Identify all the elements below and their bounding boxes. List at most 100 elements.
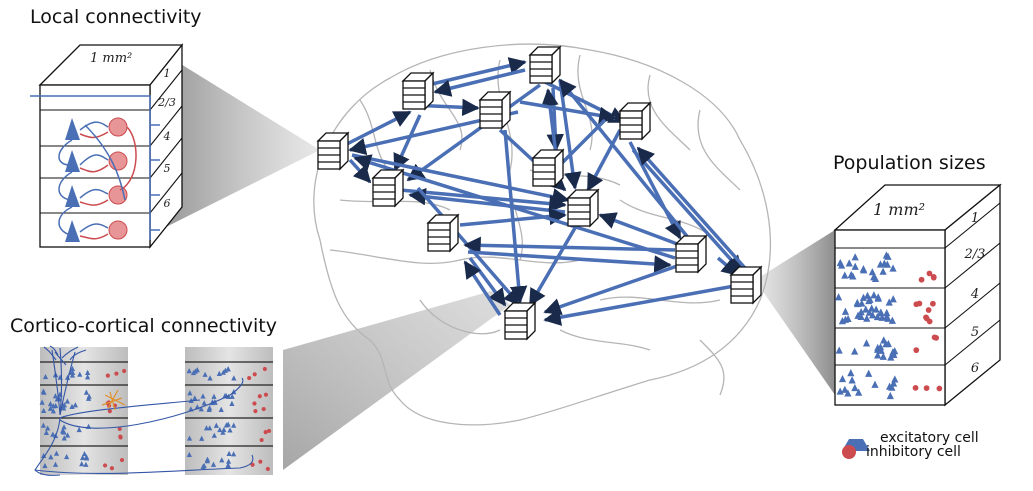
inhibitory-cell bbox=[261, 407, 266, 412]
neuron-axon-tuft bbox=[101, 389, 126, 411]
inhibitory-cell bbox=[114, 371, 119, 376]
inhibitory-cell bbox=[930, 274, 937, 281]
zoom-beam-local bbox=[150, 45, 320, 235]
excitatory-cell bbox=[213, 422, 219, 428]
excitatory-cell bbox=[47, 400, 54, 407]
excitatory-cell bbox=[884, 314, 892, 322]
excitatory-cell bbox=[877, 309, 885, 317]
zoom-beam-population bbox=[755, 230, 835, 395]
excitatory-neuron bbox=[65, 220, 80, 242]
excitatory-cell bbox=[72, 402, 78, 408]
inhibitory-cell bbox=[936, 385, 943, 392]
excitatory-cell bbox=[186, 435, 193, 441]
excitatory-cell bbox=[42, 462, 48, 469]
area-label-local: 1 mm² bbox=[90, 51, 132, 66]
excitatory-cell bbox=[876, 260, 885, 268]
inhibitory-neuron bbox=[108, 117, 128, 137]
excitatory-cell bbox=[83, 461, 89, 467]
area-cube bbox=[401, 71, 435, 111]
local-neurons bbox=[65, 117, 128, 242]
area-cube bbox=[618, 101, 652, 141]
excitatory-cell bbox=[891, 375, 899, 383]
excitatory-cell bbox=[851, 262, 859, 270]
inhibitory-cell bbox=[122, 368, 127, 374]
excitatory-cell bbox=[50, 431, 56, 437]
excitatory-cell bbox=[888, 316, 896, 324]
cortico-cortical-panels bbox=[34, 345, 273, 476]
excitatory-cell bbox=[886, 391, 894, 400]
excitatory-cell bbox=[56, 396, 62, 402]
column-front-face bbox=[39, 84, 151, 248]
excitatory-cell bbox=[207, 375, 213, 381]
excitatory-cell bbox=[857, 312, 865, 321]
inhibitory-cell bbox=[102, 463, 108, 468]
area-cube bbox=[478, 90, 512, 130]
excitatory-cell bbox=[52, 393, 59, 399]
excitatory-cell bbox=[835, 346, 843, 354]
excitatory-cell bbox=[77, 371, 83, 377]
excitatory-cell bbox=[199, 435, 205, 441]
inhibitory-cell bbox=[259, 437, 264, 443]
excitatory-cell bbox=[203, 425, 210, 431]
title-population-sizes: Population sizes bbox=[833, 152, 986, 174]
excitatory-cell bbox=[851, 253, 859, 261]
excitatory-cell bbox=[862, 339, 871, 347]
excitatory-cell bbox=[889, 264, 897, 272]
excitatory-cell bbox=[61, 424, 67, 430]
excitatory-cell bbox=[844, 389, 852, 397]
excitatory-cell bbox=[851, 383, 859, 392]
excitatory-cell bbox=[849, 272, 857, 280]
excitatory-cell bbox=[222, 367, 228, 373]
excitatory-cell bbox=[863, 314, 871, 322]
excitatory-neuron bbox=[65, 118, 80, 140]
excitatory-cell bbox=[838, 261, 846, 269]
excitatory-cell bbox=[201, 462, 207, 469]
inhibitory-cell bbox=[913, 347, 920, 354]
excitatory-cell bbox=[872, 305, 880, 313]
excitatory-cell bbox=[190, 369, 197, 376]
inhibitory-cell bbox=[262, 366, 267, 372]
excitatory-cell bbox=[225, 366, 231, 372]
excitatory-cell bbox=[210, 461, 217, 467]
excitatory-cell bbox=[204, 457, 210, 464]
layer-label-local: 6 bbox=[164, 197, 171, 210]
inhibitory-cell bbox=[117, 426, 122, 431]
excitatory-cell bbox=[889, 379, 898, 387]
inhibitory-cell bbox=[916, 300, 923, 307]
excitatory-cell bbox=[853, 298, 861, 306]
excitatory-cell bbox=[45, 425, 51, 431]
excitatory-cell bbox=[41, 452, 47, 459]
excitatory-cell bbox=[877, 346, 885, 354]
population-cells bbox=[834, 251, 943, 400]
inhibitory-neuron bbox=[108, 220, 128, 240]
inhibitory-cell bbox=[253, 409, 258, 414]
layer-label-local: 5 bbox=[164, 162, 171, 175]
excitatory-cell bbox=[83, 389, 90, 395]
excitatory-cell bbox=[84, 455, 90, 461]
inhibitory-cell bbox=[926, 270, 933, 277]
excitatory-cell bbox=[868, 268, 876, 276]
inhibitory-cell bbox=[252, 401, 257, 406]
excitatory-cell bbox=[884, 252, 892, 260]
excitatory-cell bbox=[69, 372, 76, 378]
excitatory-cell bbox=[217, 426, 223, 433]
excitatory-cell bbox=[847, 369, 855, 377]
excitatory-cell bbox=[858, 299, 866, 307]
excitatory-cell bbox=[227, 427, 233, 433]
excitatory-cell bbox=[855, 388, 863, 396]
excitatory-cell bbox=[64, 398, 70, 404]
excitatory-cell bbox=[870, 273, 878, 281]
excitatory-cell bbox=[69, 403, 75, 409]
excitatory-cell bbox=[834, 293, 843, 301]
inhibitory-cell bbox=[105, 373, 110, 378]
excitatory-cell bbox=[836, 387, 844, 395]
zoom-beam-cortico bbox=[283, 290, 510, 470]
excitatory-cell bbox=[225, 421, 231, 427]
legend-excitatory-label: excitatory cell bbox=[880, 430, 979, 446]
area-cube bbox=[729, 265, 763, 305]
excitatory-cell bbox=[859, 265, 868, 273]
excitatory-cell bbox=[871, 380, 879, 388]
excitatory-cell bbox=[198, 406, 204, 412]
layer-label-population: 1 bbox=[971, 211, 979, 226]
